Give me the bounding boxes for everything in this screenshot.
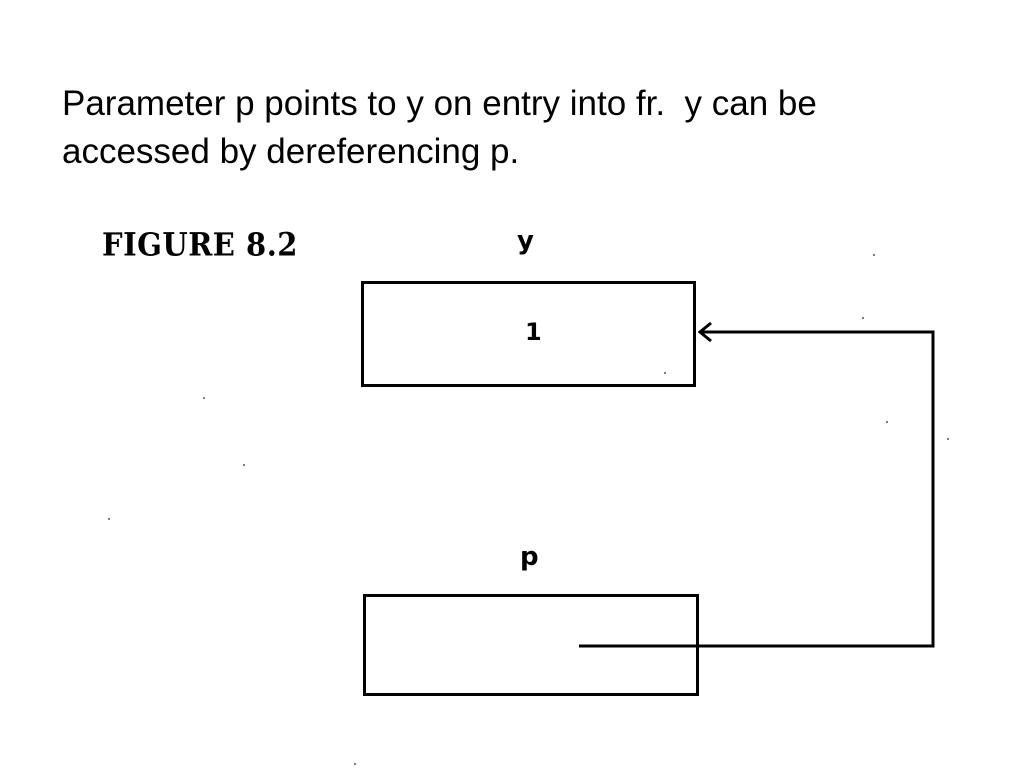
scan-speck	[947, 438, 949, 440]
scan-speck	[354, 763, 356, 765]
caption-line-2: accessed by dereferencing p.	[62, 132, 520, 171]
variable-p-box	[363, 594, 699, 696]
scan-speck	[203, 397, 205, 399]
variable-p-label: p	[520, 542, 539, 572]
slide-caption: Parameter p points to y on entry into fr…	[62, 80, 962, 176]
arrowhead-icon	[697, 321, 712, 343]
figure-label: FIGURE 8.2	[102, 226, 298, 264]
scan-speck	[664, 372, 666, 374]
scan-speck	[862, 317, 864, 319]
variable-y-value: 1	[525, 318, 542, 346]
caption-line-1: Parameter p points to y on entry into fr…	[62, 84, 817, 123]
scan-speck	[108, 518, 110, 520]
variable-y-label: y	[517, 226, 534, 256]
scan-speck	[243, 464, 245, 466]
scan-speck	[886, 421, 888, 423]
scan-speck	[873, 254, 875, 256]
